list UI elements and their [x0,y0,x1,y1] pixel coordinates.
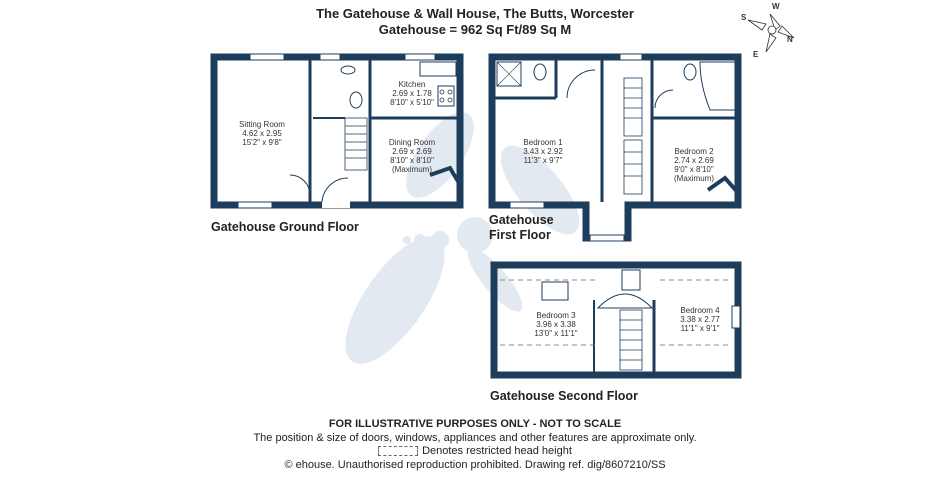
room-bedroom-1: Bedroom 1 3.43 x 2.92 11'3" x 9'7" [505,138,581,165]
compass-n: N [787,35,793,44]
room-metric: 2.74 x 2.69 [674,156,714,165]
compass-s: S [741,13,747,22]
legend-text: Denotes restricted head height [422,445,572,457]
first-floor-plan [488,53,742,242]
second-floor-plan [490,261,742,379]
room-metric: 2.69 x 2.69 [392,147,432,156]
room-metric: 3.96 x 3.38 [536,320,576,329]
room-name: Bedroom 2 [674,147,714,156]
room-imperial: 11'1" x 9'1" [680,324,720,333]
copyright: © ehouse. Unauthorised reproduction proh… [284,459,666,471]
room-bedroom-4: Bedroom 4 3.38 x 2.77 11'1" x 9'1" [662,306,738,333]
room-imperial: 13'0" x 11'1" [534,329,578,338]
first-floor-label-line1: Gatehouse [489,213,554,227]
room-name: Kitchen [398,80,426,89]
plan-area: Gatehouse = 962 Sq Ft/89 Sq M [378,22,572,37]
first-floor-label: Gatehouse First Floor [489,213,554,243]
compass-w: W [772,2,780,11]
room-bedroom-3: Bedroom 3 3.96 x 3.38 13'0" x 11'1" [518,311,594,338]
room-metric: 2.69 x 1.78 [392,89,432,98]
room-imperial: 8'10" x 5'10" [390,98,434,107]
room-metric: 3.38 x 2.77 [680,315,720,324]
legend: Denotes restricted head height [0,445,950,457]
room-metric: 3.43 x 2.92 [523,147,563,156]
room-note: (Maximum) [674,174,714,183]
second-floor-label: Gatehouse Second Floor [490,389,638,403]
room-bedroom-2: Bedroom 2 2.74 x 2.69 9'0" x 8'10" (Maxi… [656,147,732,183]
compass-rose-icon [747,13,795,53]
room-dining-room: Dining Room 2.69 x 2.69 8'10" x 8'10" (M… [374,138,450,174]
plan-title: The Gatehouse & Wall House, The Butts, W… [316,6,634,21]
disclaimer: FOR ILLUSTRATIVE PURPOSES ONLY - NOT TO … [328,418,622,430]
first-floor-label-line2: First Floor [489,228,551,242]
ground-floor-label: Gatehouse Ground Floor [211,220,359,234]
ground-floor-plan [210,53,464,209]
room-note: (Maximum) [392,165,432,174]
room-imperial: 8'10" x 8'10" [390,156,434,165]
room-imperial: 11'3" x 9'7" [523,156,563,165]
room-name: Bedroom 3 [536,311,576,320]
approximation-note: The position & size of doors, windows, a… [253,432,697,444]
room-sitting-room: Sitting Room 4.62 x 2.95 15'2" x 9'8" [222,120,302,147]
room-metric: 4.62 x 2.95 [242,129,282,138]
room-kitchen: Kitchen 2.69 x 1.78 8'10" x 5'10" [374,80,450,107]
room-name: Bedroom 1 [523,138,563,147]
room-name: Dining Room [388,138,436,147]
room-name: Bedroom 4 [680,306,720,315]
room-name: Sitting Room [239,120,285,129]
room-imperial: 15'2" x 9'8" [242,138,282,147]
compass-e: E [753,50,759,59]
restricted-height-legend-icon [378,446,419,457]
room-imperial: 9'0" x 8'10" [674,165,714,174]
